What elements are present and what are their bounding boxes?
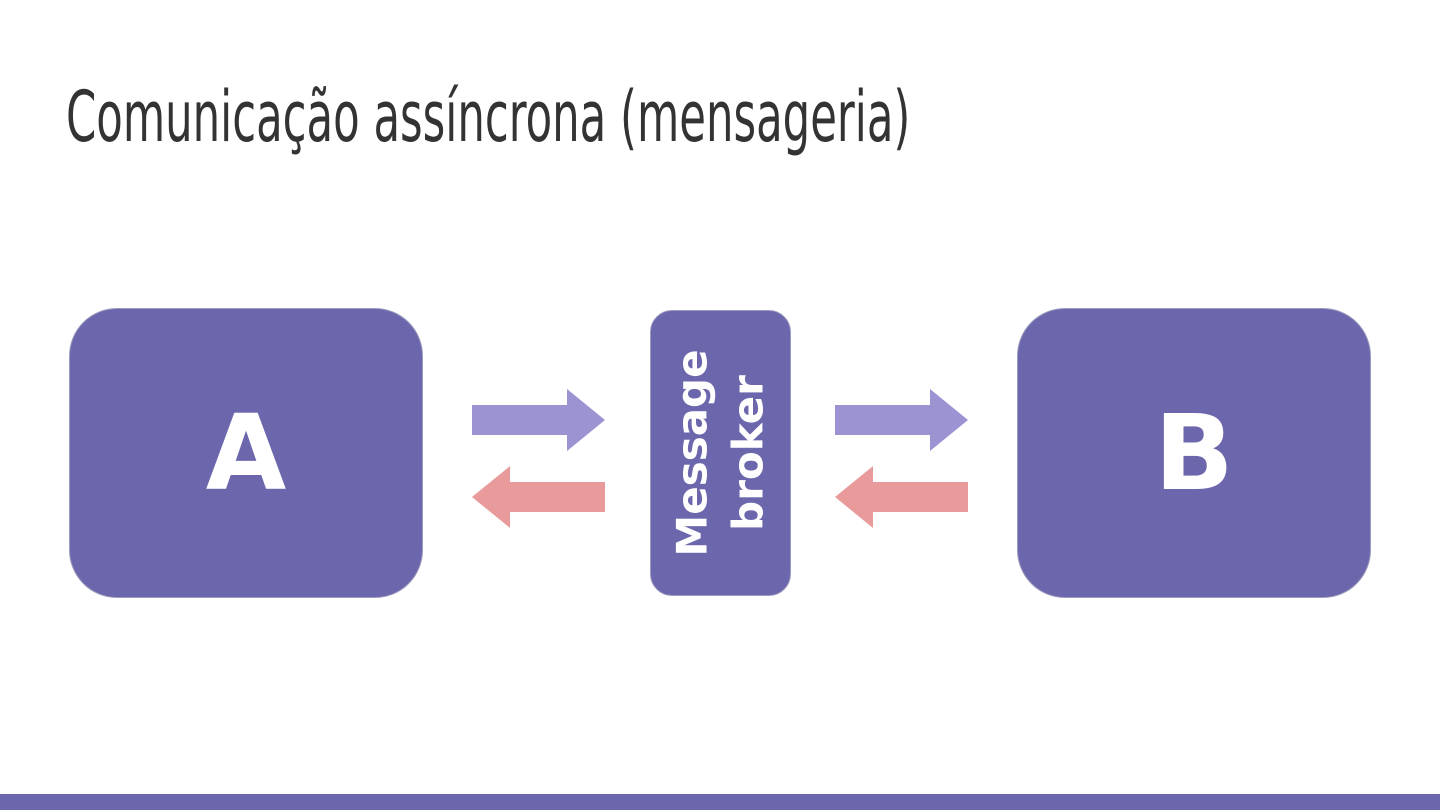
node-a-box: A <box>69 308 423 598</box>
node-b-box: B <box>1017 308 1371 598</box>
slide-title: Comunicação assíncrona (mensageria) <box>66 76 911 158</box>
arrow-b-to-broker-icon <box>835 466 968 528</box>
node-b-label: B <box>1154 392 1234 514</box>
arrow-broker-to-a-icon <box>472 466 605 528</box>
node-a-label: A <box>205 392 287 514</box>
footer-bar <box>0 794 1440 810</box>
message-broker-label: Message broker <box>667 349 773 557</box>
message-broker-box: Message broker <box>650 310 791 596</box>
arrow-a-to-broker-icon <box>472 389 605 451</box>
arrow-broker-to-b-icon <box>835 389 968 451</box>
